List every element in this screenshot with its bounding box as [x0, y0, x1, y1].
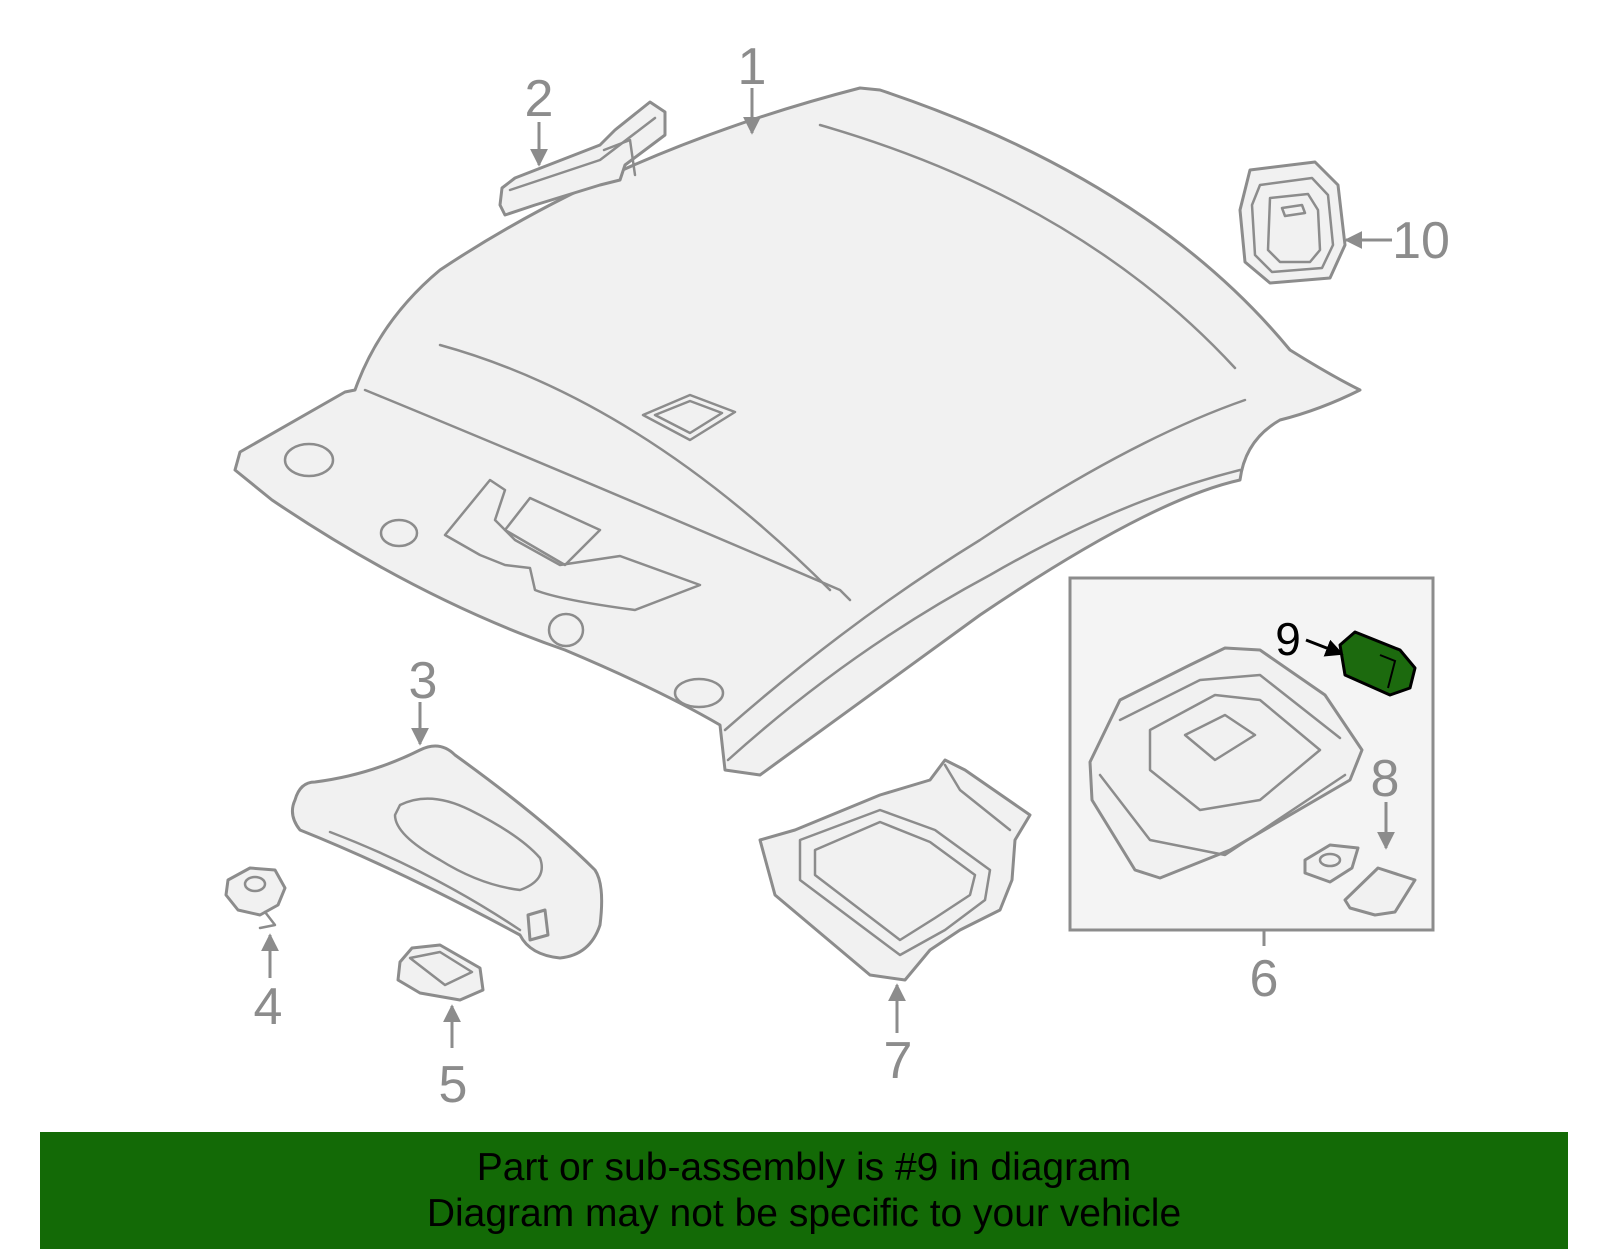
banner-line-2: Diagram may not be specific to your vehi…	[426, 1191, 1182, 1235]
callout-7: 7	[884, 1032, 913, 1090]
callout-6: 6	[1250, 950, 1279, 1008]
info-banner: Part or sub-assembly is #9 in diagram Di…	[40, 1132, 1568, 1249]
callout-4: 4	[254, 978, 283, 1036]
callout-1: 1	[738, 38, 767, 96]
callout-9: 9	[1275, 613, 1301, 665]
visor-bracket-part	[396, 943, 485, 1002]
callout-3: 3	[409, 652, 438, 710]
callout-8: 8	[1371, 750, 1400, 808]
headliner-part	[233, 86, 1362, 777]
callout-5: 5	[439, 1056, 468, 1114]
arrow-9	[1305, 638, 1344, 657]
cover-part	[1343, 866, 1417, 917]
callout-10: 10	[1392, 212, 1450, 270]
bulb-part-highlighted	[1338, 630, 1417, 697]
lens-part	[1303, 843, 1360, 884]
trim-frame-part	[1238, 160, 1347, 285]
grab-handle-part	[498, 100, 667, 217]
callout-2: 2	[525, 70, 554, 128]
banner-line-1: Part or sub-assembly is #9 in diagram	[476, 1145, 1132, 1189]
sun-visor-part	[290, 744, 604, 960]
overhead-console-part	[1088, 646, 1364, 880]
bracket-frame-part	[758, 758, 1032, 982]
visor-clip-part	[224, 866, 287, 930]
